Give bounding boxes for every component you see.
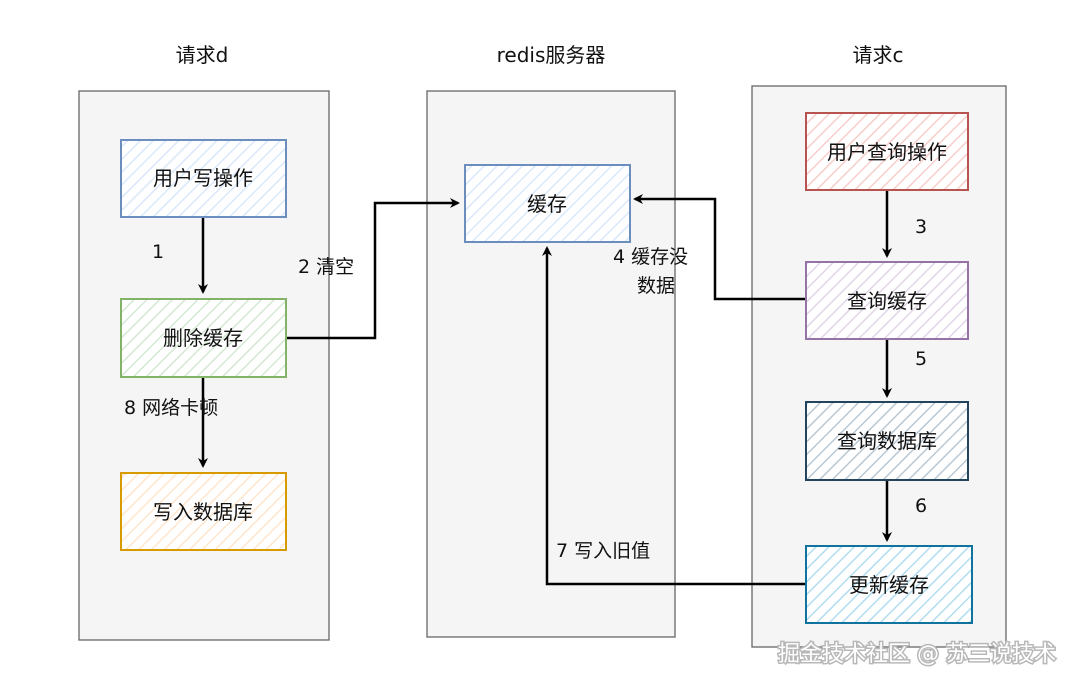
edge-5-label: 5 xyxy=(915,348,927,370)
user-write-label: 用户写操作 xyxy=(153,166,253,190)
lane-title-request-c: 请求c xyxy=(853,43,904,67)
delete-cache-label: 删除缓存 xyxy=(163,326,243,350)
edge-4-label-line2: 数据 xyxy=(637,275,675,297)
write-db-box xyxy=(120,472,287,551)
query-cache-box xyxy=(805,261,969,340)
cache-label: 缓存 xyxy=(527,192,567,216)
delete-cache-box xyxy=(120,298,287,378)
edge-2-label: 2 清空 xyxy=(298,256,354,278)
query-db-box xyxy=(805,401,969,481)
edge-2-arrow xyxy=(287,198,460,340)
edge-8-label: 8 网络卡顿 xyxy=(124,397,218,419)
write-db-label: 写入数据库 xyxy=(153,500,253,524)
edge-7-arrow xyxy=(542,246,806,586)
edge-4-arrow xyxy=(633,194,806,301)
edge-6-label: 6 xyxy=(915,495,927,517)
edge-7-label: 7 写入旧值 xyxy=(556,540,650,562)
edge-1-label: 1 xyxy=(152,241,164,263)
edge-3-label: 3 xyxy=(915,216,927,238)
user-query-box xyxy=(805,112,969,191)
cache-box xyxy=(464,164,631,243)
lane-title-request-d: 请求d xyxy=(176,43,229,67)
query-db-label: 查询数据库 xyxy=(837,429,937,453)
update-cache-box xyxy=(805,545,973,624)
edge-4-label-line1: 4 缓存没 xyxy=(613,246,688,268)
watermark: 掘金技术社区 @ 苏三说技术 xyxy=(778,642,1056,667)
query-cache-label: 查询缓存 xyxy=(847,289,927,313)
user-query-label: 用户查询操作 xyxy=(827,140,947,164)
lane-title-redis-server: redis服务器 xyxy=(497,43,606,67)
update-cache-label: 更新缓存 xyxy=(849,573,929,597)
user-write-box xyxy=(120,139,287,218)
